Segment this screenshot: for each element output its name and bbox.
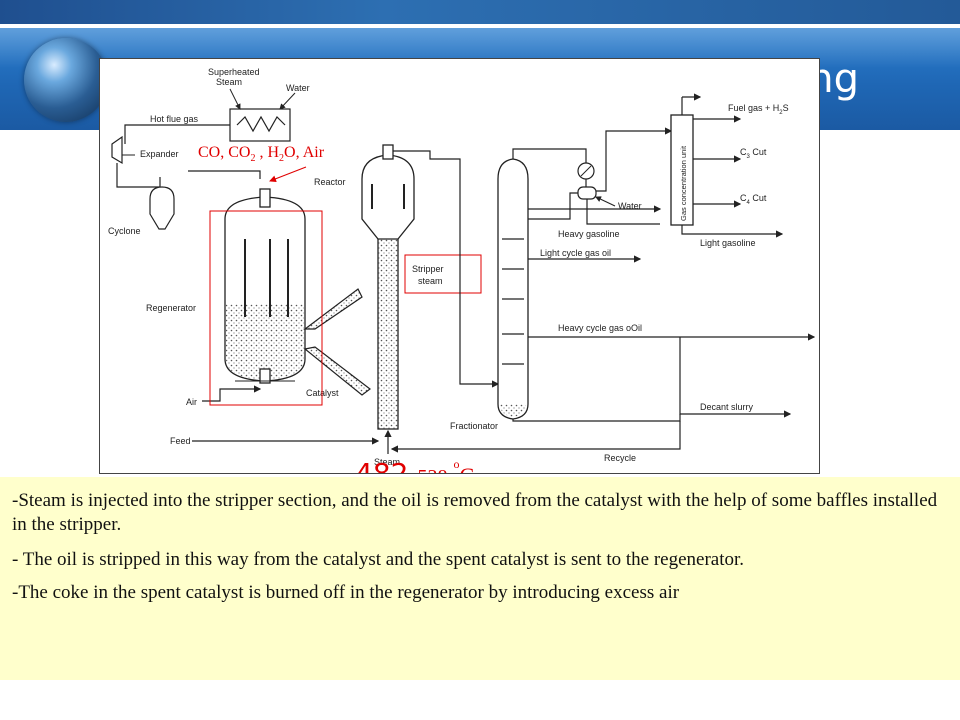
label-recycle: Recycle	[604, 453, 636, 463]
label-hot-flue-gas: Hot flue gas	[150, 114, 199, 124]
gases-arrow	[269, 166, 307, 183]
reactor-riser	[361, 144, 415, 430]
label-gas-unit: Gas concentration unit	[679, 145, 688, 221]
temperature-annotation: 482–538 oC	[355, 457, 474, 474]
label-feed: Feed	[170, 436, 191, 446]
temp-high: 538	[417, 466, 447, 473]
notes-panel: -Steam is injected into the stripper sec…	[0, 477, 960, 680]
label-heavy-cycle-gas-oil: Heavy cycle gas oOil	[558, 323, 642, 333]
label-c3-cut: C3 Cut	[740, 147, 767, 160]
label-steam-bottom: Steam	[374, 457, 400, 467]
flue-line	[124, 124, 198, 144]
label-fractionator: Fractionator	[450, 421, 498, 431]
cyclone	[149, 186, 175, 230]
stripper-highlight-box	[404, 254, 482, 294]
label-water-top: Water	[286, 83, 310, 93]
reflux-drum	[577, 186, 597, 200]
water-arrow	[279, 92, 296, 110]
temp-unit: C	[459, 463, 474, 473]
temp-dash: –	[408, 470, 416, 473]
temp-degree: o	[453, 457, 460, 471]
fractionator-column	[497, 158, 529, 420]
label-regenerator: Regenerator	[146, 303, 196, 313]
fcc-process-diagram: Superheated Steam Water Hot flue gas Exp…	[99, 58, 820, 474]
label-decant-slurry: Decant slurry	[700, 402, 754, 412]
regenerator-vessel	[224, 188, 306, 384]
regenerator-highlight-box	[209, 210, 323, 406]
steam-exchanger	[198, 108, 291, 142]
note-line-1: -Steam is injected into the stripper sec…	[12, 490, 938, 535]
label-superheated: Superheated	[208, 67, 260, 77]
label-light-gasoline: Light gasoline	[700, 238, 756, 248]
label-stripper-steam: steam	[418, 276, 443, 286]
catalyst-standpipes	[303, 288, 371, 396]
top-bar	[0, 0, 960, 24]
expander-shape	[111, 135, 123, 165]
label-water-mid: Water	[618, 201, 642, 211]
label-stripper: Stripper	[412, 264, 444, 274]
note-line-3: -The coke in the spent catalyst is burne…	[12, 582, 680, 603]
label-heavy-gasoline: Heavy gasoline	[558, 229, 620, 239]
label-air: Air	[186, 397, 197, 407]
note-line-2: - The oil is stripped in this way from t…	[12, 549, 745, 570]
temp-low: 482	[355, 457, 409, 474]
label-reactor: Reactor	[314, 177, 346, 187]
steam-arrow	[229, 88, 241, 110]
label-expander: Expander	[140, 149, 179, 159]
label-catalyst: Catalyst	[306, 388, 339, 398]
annotation-gases: CO, CO2 , H2O, Air	[198, 144, 325, 164]
globe-logo-icon	[24, 38, 108, 122]
label-light-cycle-gas-oil: Light cycle gas oil	[540, 248, 611, 258]
label-fuel-gas: Fuel gas + H2S	[728, 103, 789, 116]
label-superheated-steam: Steam	[216, 77, 242, 87]
label-c4-cut: C4 Cut	[740, 193, 767, 206]
label-cyclone: Cyclone	[108, 226, 141, 236]
